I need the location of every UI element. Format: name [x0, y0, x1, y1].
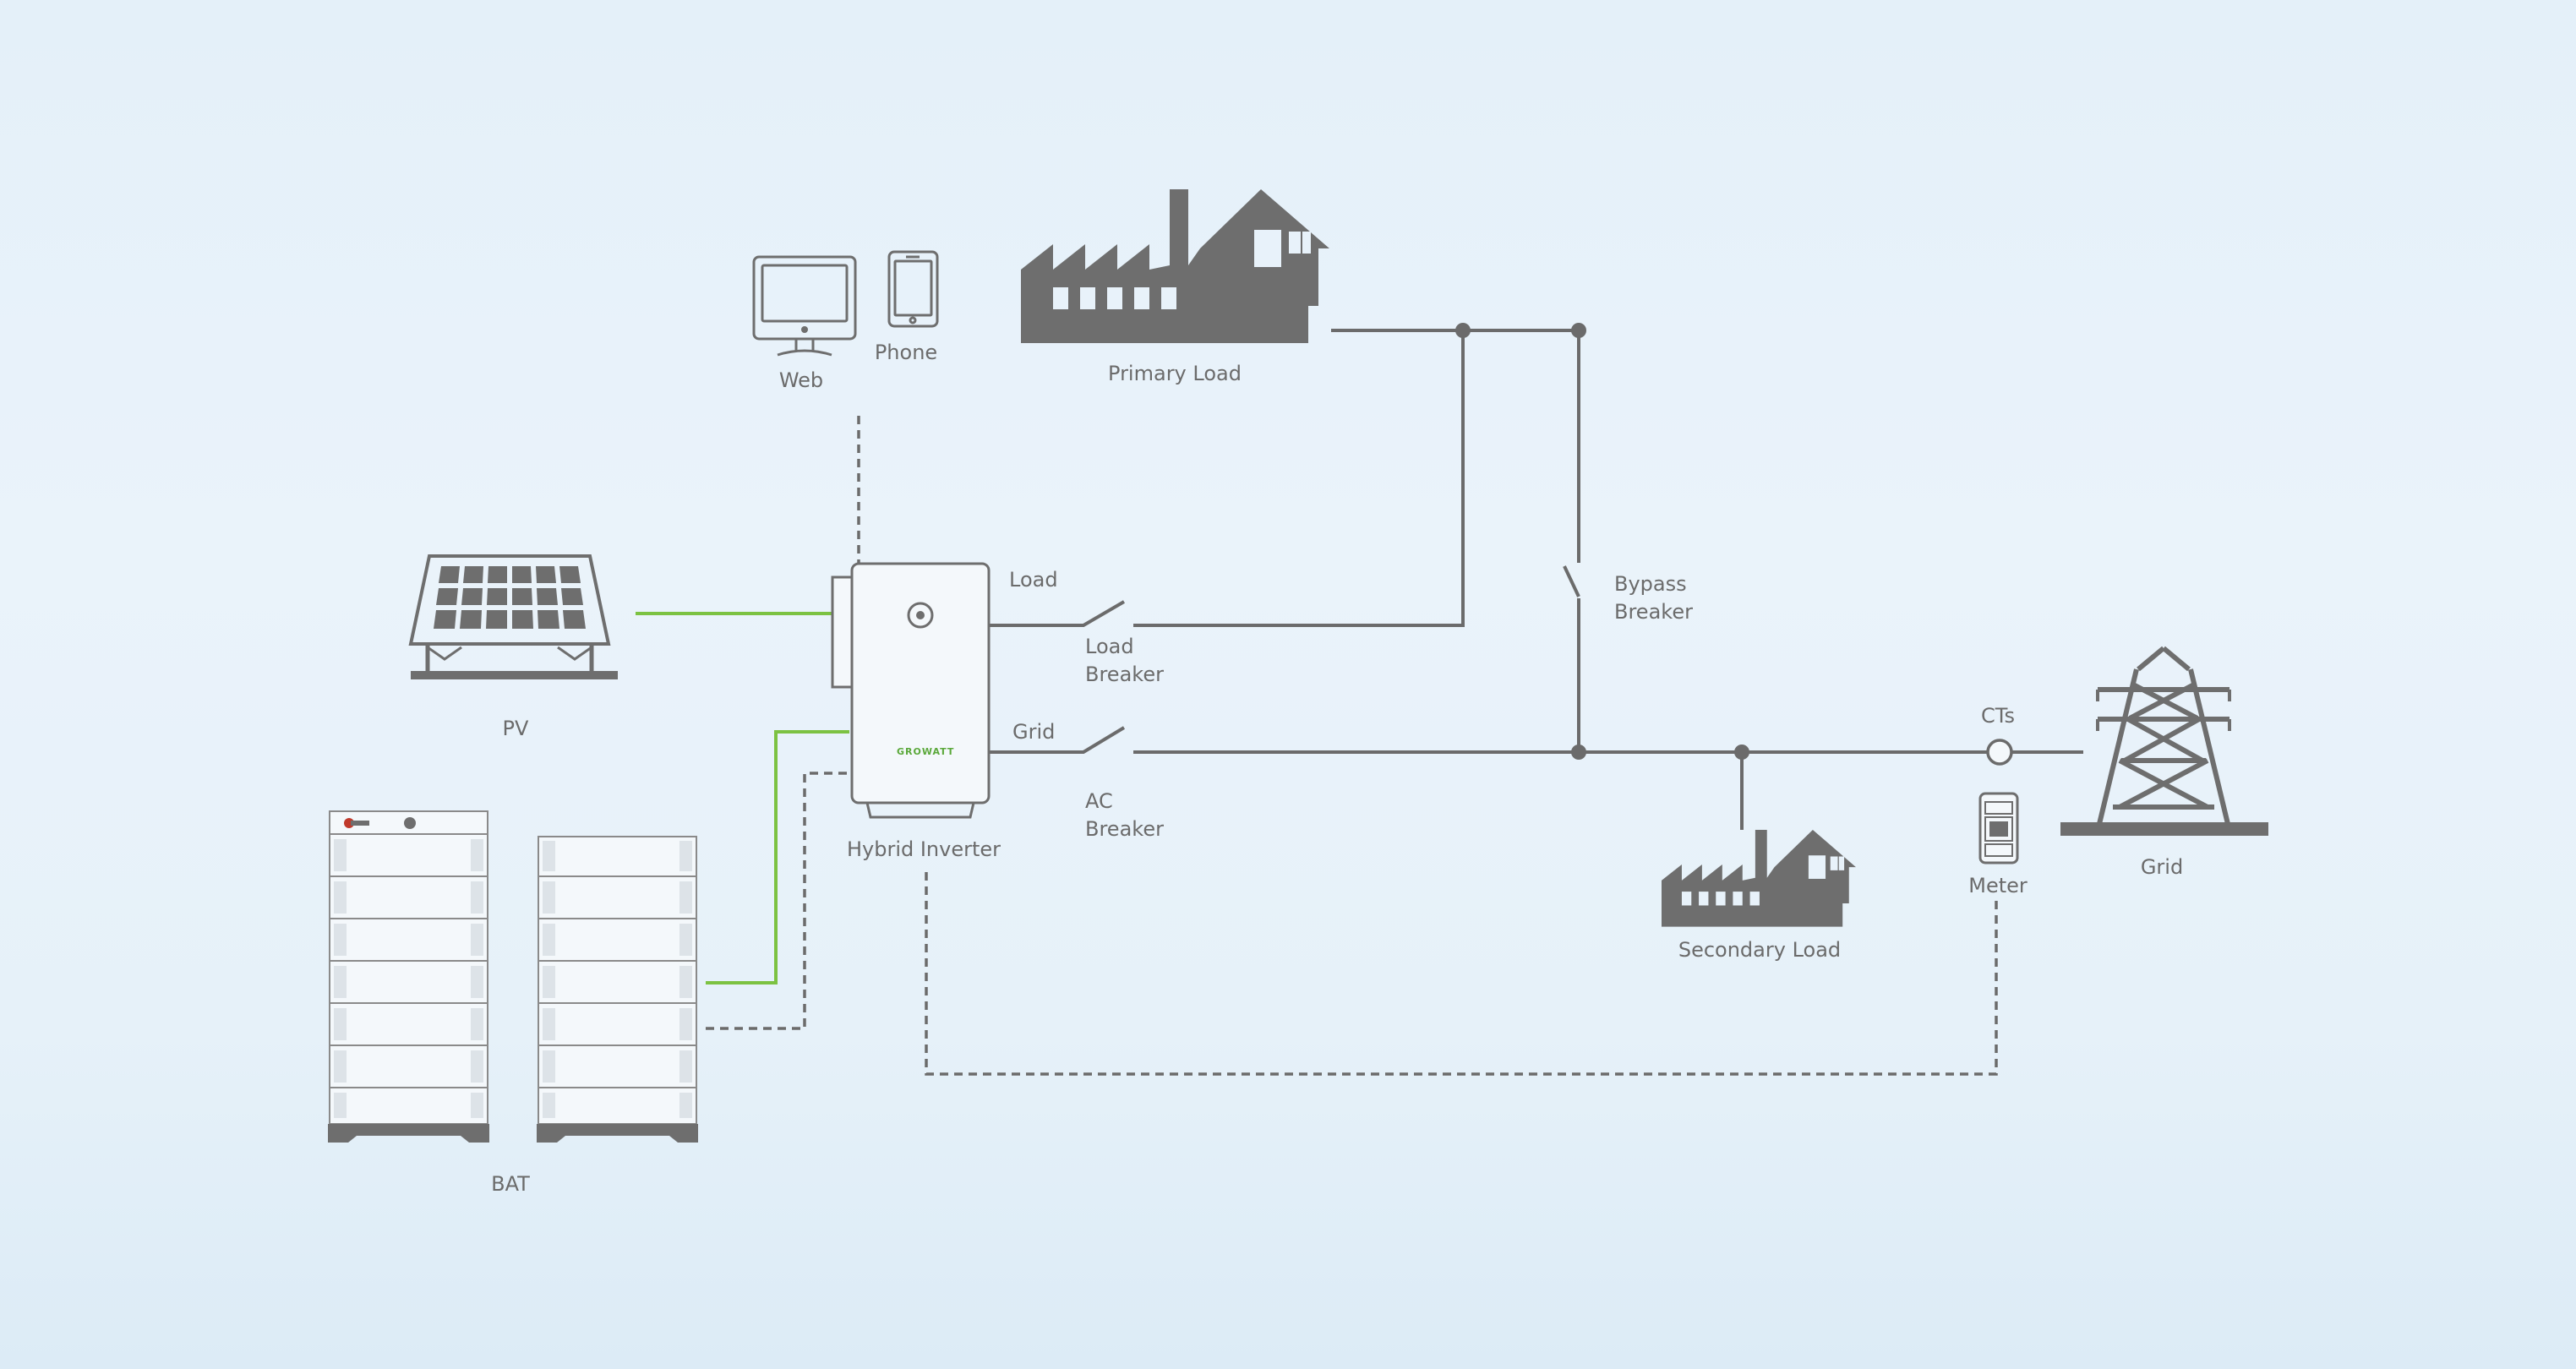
- hybrid-inverter-label: Hybrid Inverter: [847, 837, 1001, 861]
- battery-stack-icon: [328, 810, 489, 1143]
- load-line-to-primary: [1133, 329, 1465, 627]
- ac-lines: [989, 329, 2083, 830]
- secondary-load-label: Secondary Load: [1678, 938, 1841, 962]
- junction-secondary: [1734, 744, 1749, 760]
- ct-sensor: [1986, 739, 2013, 766]
- battery-stack-icon: [537, 836, 698, 1143]
- junction-primary-left: [1455, 323, 1471, 338]
- grid-port-label: Grid: [1012, 720, 1055, 744]
- phone-label: Phone: [875, 341, 937, 364]
- grid-line-inverter: [989, 726, 1126, 754]
- ac-breaker-label-line1: AC: [1085, 789, 1113, 813]
- primary-bus: [1463, 329, 1580, 563]
- primary-load-label: Primary Load: [1108, 362, 1242, 385]
- web-label: Web: [779, 368, 823, 392]
- cts-label: CTs: [1981, 704, 2015, 728]
- load-line-inverter: [989, 600, 1126, 627]
- transmission-tower-icon: [2060, 646, 2268, 836]
- bypass-breaker-label-line2: Breaker: [1614, 600, 1693, 624]
- bat-label: BAT: [491, 1172, 530, 1196]
- inverter-icon: GROWATT: [831, 562, 991, 819]
- comm-links: [706, 416, 1998, 1076]
- junction-primary-right: [1571, 323, 1586, 338]
- load-breaker-label-line1: Load: [1085, 635, 1134, 658]
- meter-icon: [1978, 792, 2019, 864]
- bypass-breaker-label-line1: Bypass: [1614, 572, 1687, 596]
- smartphone-icon: [887, 250, 939, 328]
- ac-breaker-label-line2: Breaker: [1085, 817, 1164, 841]
- dc-links: [636, 612, 849, 984]
- meter-label: Meter: [1968, 874, 2028, 897]
- battery-link: [706, 730, 849, 984]
- inverter-brand-label: GROWATT: [897, 746, 954, 757]
- load-port-label: Load: [1009, 568, 1058, 592]
- meter-comm-link: [925, 872, 1998, 1076]
- junction-bypass-grid: [1571, 744, 1586, 760]
- factory-house-icon: [1662, 830, 1856, 927]
- junction-dots: [1455, 323, 1749, 760]
- battery-comm-link: [706, 772, 852, 1030]
- diagram-labels: Web Phone Primary Load PV Load Load Brea…: [491, 341, 2183, 1196]
- load-breaker-label-line2: Breaker: [1085, 663, 1164, 686]
- monitor-icon: [752, 255, 857, 357]
- pv-label: PV: [503, 717, 529, 740]
- grid-label: Grid: [2141, 855, 2183, 879]
- bypass-breaker-blade: [1563, 565, 1580, 597]
- factory-house-icon: [1021, 189, 1329, 343]
- solar-panel-icon: [408, 554, 618, 679]
